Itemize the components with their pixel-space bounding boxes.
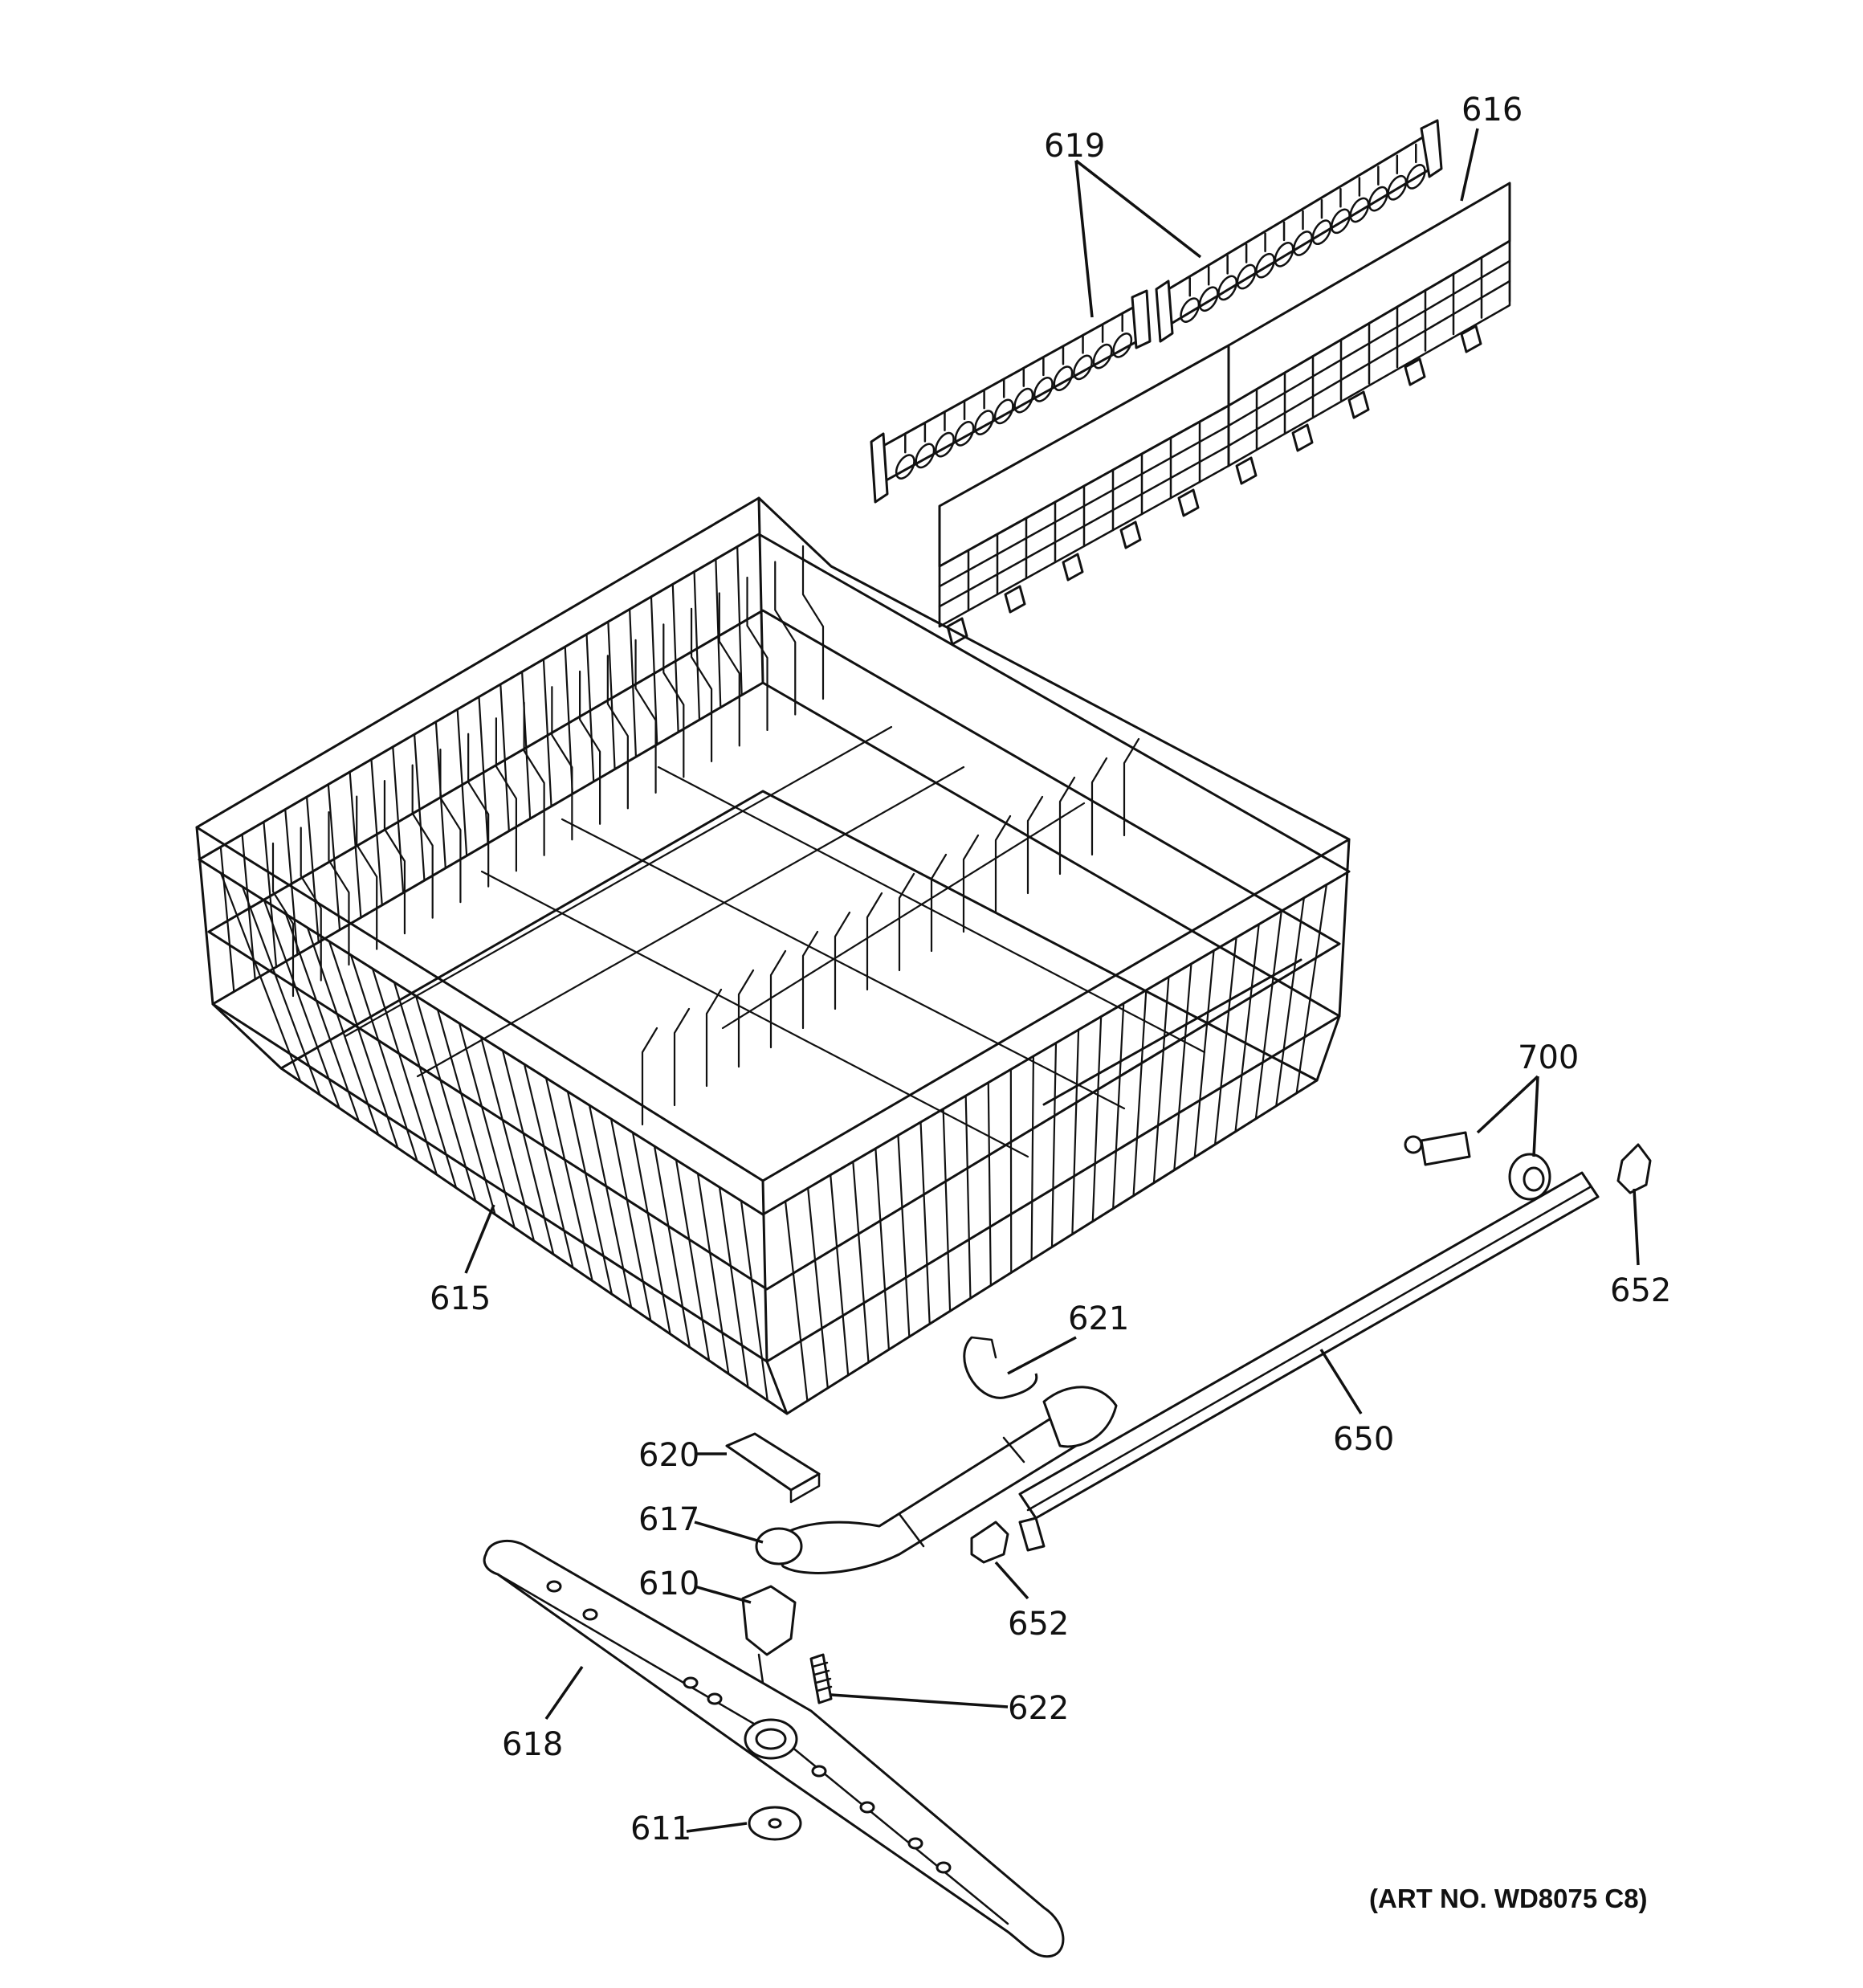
callout-621: 621	[1068, 1300, 1129, 1337]
callout-652-lower: 652	[1008, 1606, 1069, 1643]
tine-row-upper	[1155, 119, 1443, 343]
tine-row-lower	[870, 289, 1152, 504]
rack-panel-lower	[938, 344, 1230, 646]
upper-rack-basket	[195, 496, 1351, 1415]
roller-700	[1404, 1131, 1551, 1201]
bearing-610	[741, 1585, 797, 1684]
screw-622	[809, 1653, 833, 1704]
spray-arm-618	[483, 1539, 1065, 1958]
end-cap-652-upper	[1616, 1143, 1652, 1194]
art-number: (ART NO. WD8075 C8)	[1369, 1884, 1648, 1913]
end-cap-652-lower	[970, 1521, 1009, 1564]
callout-labels: 616 619 615 700 652 621 650 620 617 610 …	[430, 92, 1671, 1913]
rack-track-650	[1018, 1171, 1600, 1552]
clip-620	[725, 1432, 821, 1504]
callout-617: 617	[638, 1501, 699, 1538]
callout-619: 619	[1044, 128, 1105, 165]
washer-611	[748, 1806, 802, 1841]
callout-616: 616	[1461, 92, 1523, 129]
callout-610: 610	[638, 1565, 699, 1602]
leader-lines	[464, 128, 1640, 1833]
callout-615: 615	[430, 1280, 491, 1317]
callout-620: 620	[638, 1437, 699, 1474]
callout-700: 700	[1518, 1039, 1579, 1076]
callout-652-upper: 652	[1610, 1272, 1671, 1309]
callout-618: 618	[502, 1726, 563, 1763]
manifold-617	[755, 1386, 1118, 1574]
callout-650: 650	[1333, 1421, 1394, 1458]
clip-621	[963, 1336, 1038, 1399]
callout-622: 622	[1008, 1690, 1069, 1727]
callout-611: 611	[630, 1810, 691, 1847]
